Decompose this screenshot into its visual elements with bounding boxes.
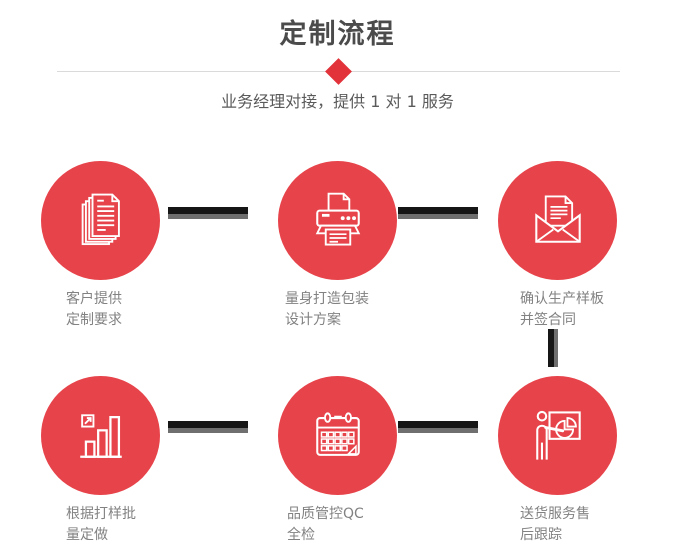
step-label-6: 送货服务售 后跟踪: [520, 504, 590, 546]
step-label-line: 后跟踪: [520, 527, 562, 543]
bar-chart-icon: [79, 413, 122, 458]
presentation-icon: [535, 410, 581, 460]
step-label-line: 并签合同: [520, 312, 576, 328]
step-label-line: 品质管控QC: [287, 506, 364, 522]
step-label-1: 客户提供 定制要求: [66, 289, 122, 331]
step-label-line: 定制要求: [66, 312, 122, 328]
step-label-line: 确认生产样板: [520, 291, 604, 307]
step-circle-sample-contract: [498, 161, 617, 280]
step-label-5: 品质管控QC 全检: [287, 504, 364, 546]
step-label-3: 确认生产样板 并签合同: [520, 289, 604, 331]
step-label-line: 量身打造包装: [285, 291, 369, 307]
step-label-2: 量身打造包装 设计方案: [285, 289, 369, 331]
subtitle: 业务经理对接，提供 1 对 1 服务: [221, 92, 454, 111]
step-label-line: 量定做: [66, 527, 108, 543]
connector-step2-step3: [398, 207, 478, 219]
step-circle-delivery-tracking: [498, 376, 617, 495]
envelope-icon: [534, 195, 581, 243]
calendar-icon: [315, 411, 360, 456]
documents-icon: [81, 193, 120, 245]
step-label-line: 送货服务售: [520, 506, 590, 522]
connector-step5-step6: [398, 421, 478, 433]
step-label-line: 客户提供: [66, 291, 122, 307]
connector-step1-step2: [168, 207, 248, 219]
step-label-line: 全检: [287, 527, 315, 543]
connector-step4-step5: [168, 421, 248, 433]
diamond-accent-icon: [325, 58, 352, 85]
step-label-line: 设计方案: [285, 312, 341, 328]
printer-icon: [315, 192, 360, 246]
step-label-line: 根据打样批: [66, 506, 136, 522]
connector-step3-step6: [548, 329, 558, 367]
step-circle-quality-control: [278, 376, 397, 495]
step-label-4: 根据打样批 量定做: [66, 504, 136, 546]
step-circle-batch-production: [41, 376, 160, 495]
step-circle-customer-requirements: [41, 161, 160, 280]
page-title: 定制流程: [279, 19, 396, 50]
step-circle-packaging-design: [278, 161, 397, 280]
